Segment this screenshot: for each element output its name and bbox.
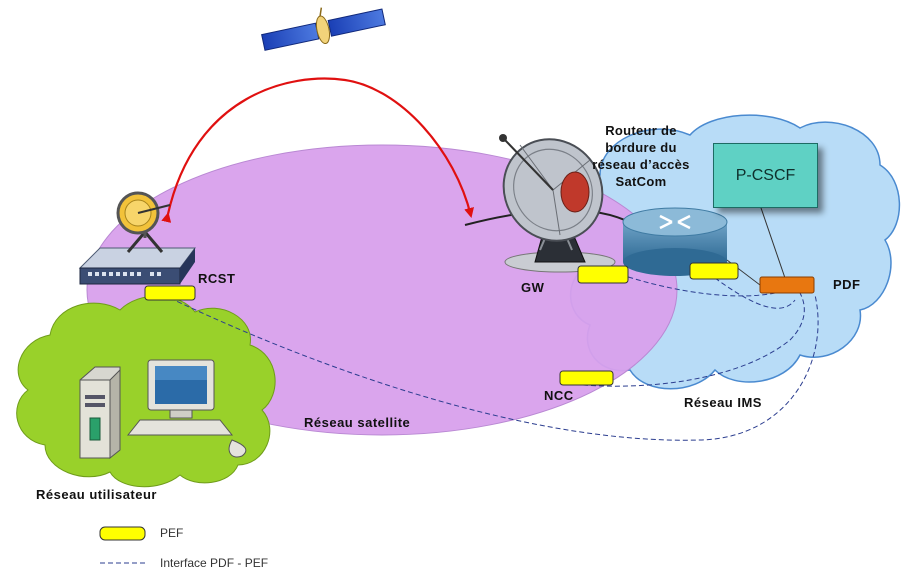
interface-lines [169,271,819,441]
pcscf-link [759,204,786,279]
pef-box-rcst [144,285,196,301]
ncc-label: NCC [544,388,574,403]
pef-box-router [689,262,739,280]
user-network-label: Réseau utilisateur [36,487,157,502]
legend-interface-label: Interface PDF - PEF [160,556,269,570]
satellite-network-label: Réseau satellite [304,415,411,430]
modem-icon [78,247,196,285]
pdf-box [759,276,815,294]
satellite-link-arrow [161,77,474,223]
rcst-label: RCST [198,271,236,286]
legend-pef-label: PEF [160,526,184,540]
computer-icon [126,359,247,458]
user-network-cloud [16,295,276,488]
ims-network-label: Réseau IMS [684,395,762,410]
pcscf-label: P-CSCF [735,166,796,184]
pef-box-gw [577,265,629,284]
satellite-icon [261,7,386,51]
pcscf-box: P-CSCF [713,143,818,208]
gw-label: GW [521,280,545,295]
vsat-antenna-icon [116,191,171,253]
pdf-label: PDF [833,277,861,292]
server-icon [79,366,121,460]
pef-box-ncc [559,370,614,386]
router-label: Routeur de bordure du réseau d’accès Sat… [592,123,690,189]
legend-pef-swatch [99,526,146,541]
